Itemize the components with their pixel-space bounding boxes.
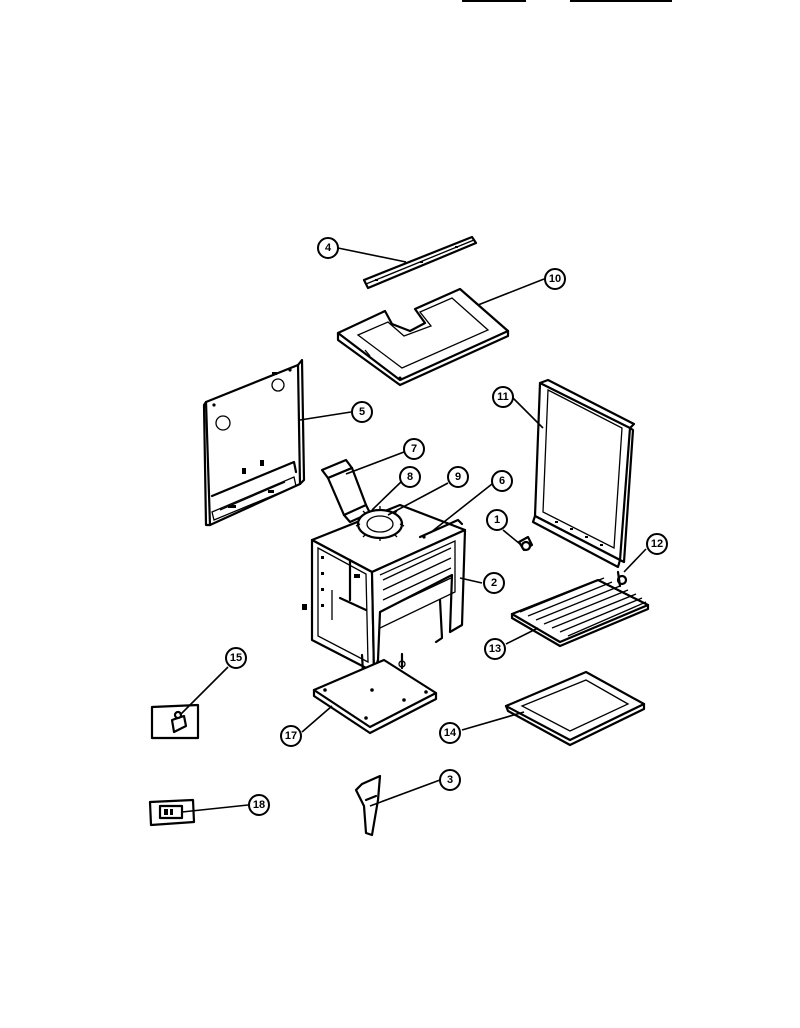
callout-3-label: 3: [447, 774, 453, 786]
callout-2: 2: [483, 572, 505, 594]
part-17-bottom-panel: [312, 658, 438, 735]
callout-11: 11: [492, 386, 514, 408]
part-5-side-panel: [202, 358, 306, 527]
callout-7-label: 7: [411, 443, 417, 455]
callout-6-label: 6: [499, 475, 505, 487]
part-7-bracket: [320, 458, 372, 524]
callout-14-label: 14: [444, 727, 457, 739]
callout-15-label: 15: [230, 652, 242, 664]
callout-4-label: 4: [325, 242, 332, 254]
callout-1-label: 1: [494, 514, 500, 526]
callout-1: 1: [486, 509, 508, 531]
part-4-trim-strip: [362, 235, 478, 290]
leader-lines: [179, 247, 647, 813]
callout-13-label: 13: [489, 643, 501, 655]
callout-6: 6: [491, 470, 513, 492]
callout-5: 5: [351, 401, 373, 423]
callout-10: 10: [544, 268, 566, 290]
callout-17-label: 17: [285, 730, 297, 742]
callout-11-label: 11: [497, 391, 509, 403]
part-13-oven-rack: [510, 577, 650, 648]
part-12-clip: [616, 570, 628, 588]
callout-8: 8: [399, 466, 421, 488]
callout-3: 3: [439, 769, 461, 791]
callout-14: 14: [439, 722, 461, 744]
callout-18-label: 18: [253, 799, 265, 811]
callout-8-label: 8: [407, 471, 413, 483]
part-3-leg: [354, 774, 382, 837]
callout-4: 4: [317, 237, 339, 259]
part-10-top-panel: [336, 287, 510, 387]
part-14-broiler-pan: [504, 670, 646, 747]
callout-10-label: 10: [549, 273, 561, 285]
part-18-box: [148, 798, 196, 827]
callout-5-label: 5: [359, 406, 365, 418]
part-15-box: [150, 703, 200, 740]
part-11-oven-door: [531, 378, 636, 569]
callout-7: 7: [403, 438, 425, 460]
callout-9: 9: [447, 466, 469, 488]
callout-12-label: 12: [651, 538, 663, 550]
part-9-vent: [355, 506, 405, 541]
callout-13: 13: [484, 638, 506, 660]
part-1-knob: [517, 535, 534, 552]
callout-9-label: 9: [455, 471, 461, 483]
callout-17: 17: [280, 725, 302, 747]
callout-18: 18: [248, 794, 270, 816]
callout-15: 15: [225, 647, 247, 669]
callout-2-label: 2: [491, 577, 497, 589]
callout-12: 12: [646, 533, 668, 555]
